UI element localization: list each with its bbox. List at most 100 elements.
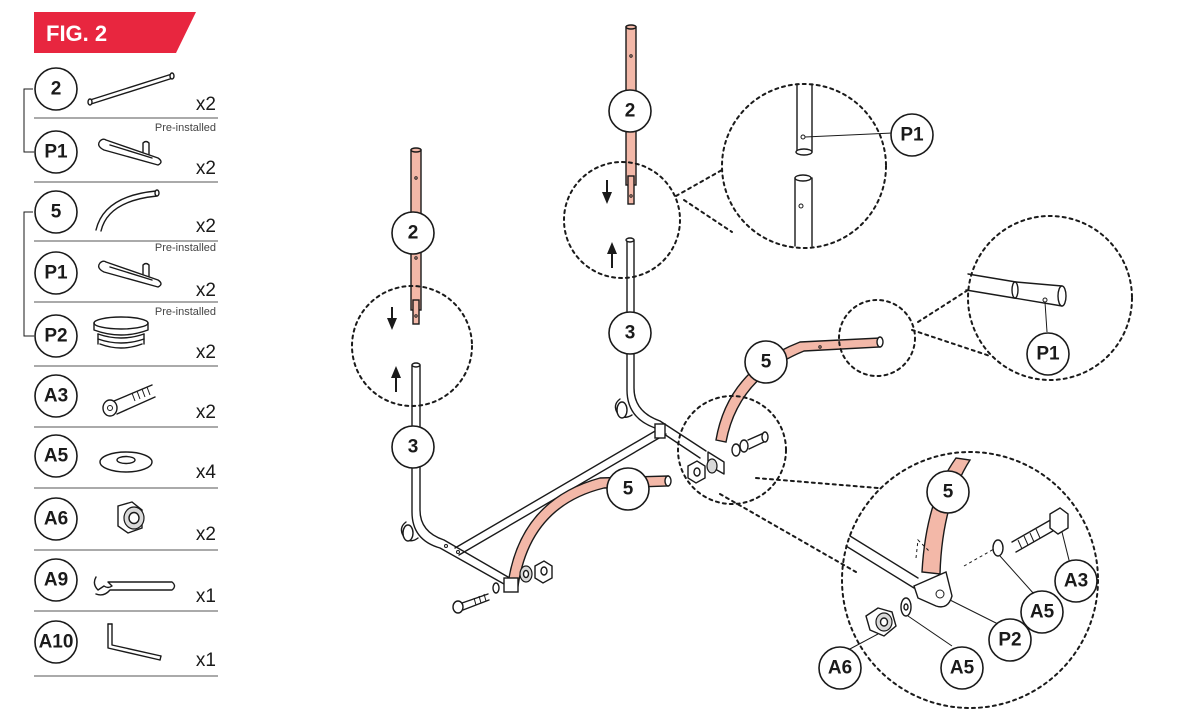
part-id-bubble: [34, 130, 78, 174]
callout-bubble: [391, 211, 435, 255]
part-qty: x2: [196, 158, 216, 179]
part-qty: x1: [196, 650, 216, 671]
callout-bubble: [890, 113, 934, 157]
part-qty: x2: [196, 280, 216, 301]
down-arrow-icon: [602, 180, 612, 204]
callout-bubble: [1020, 590, 1064, 634]
callout-label: A6: [828, 658, 852, 679]
allen-key-icon: [107, 623, 162, 661]
callout-label: 5: [943, 482, 954, 503]
callout-label: A5: [1030, 602, 1055, 623]
part-id-bubble: [34, 497, 78, 541]
callout-bubble: [608, 89, 652, 133]
callout-label: P1: [1036, 344, 1060, 365]
detail-leader: [683, 199, 733, 233]
right-joint-detail-ring: [563, 161, 681, 279]
part-row: P2 x2: [34, 314, 216, 363]
part-row: A9 x1: [34, 558, 216, 607]
callout-bubble: [1026, 332, 1070, 376]
long-rod-icon: [87, 72, 175, 106]
lock-nut-icon: [117, 501, 145, 534]
callout-bubble: [926, 470, 970, 514]
hex-bolt-icon: [102, 384, 156, 417]
part-note: Pre-installed: [155, 306, 216, 318]
detail-leader: [917, 289, 969, 323]
callout-label: 3: [408, 437, 419, 458]
part-id: P1: [44, 142, 68, 163]
front-arc-tube: [507, 475, 672, 587]
callouts: 2 3 2 3 5 5 P1 P1 5 A3 A5 P2 A6 A5: [391, 89, 1098, 690]
part-id: A5: [44, 446, 69, 467]
group-bracket-1: [23, 88, 34, 153]
part-note: Pre-installed: [155, 242, 216, 254]
detail-leader: [755, 477, 879, 489]
part-id: P1: [44, 263, 68, 284]
part-id-bubble: [34, 434, 78, 478]
callout-label: 2: [408, 223, 419, 244]
parts-list: 2 x2 Pre-installed P1 x2 5: [23, 67, 218, 677]
detail-leader: [719, 493, 857, 573]
rear-hardware: [687, 431, 769, 484]
callout-bubble: [391, 425, 435, 469]
figure-banner-shape: [34, 12, 196, 53]
detail-circle: [967, 215, 1133, 381]
part-qty: x2: [196, 524, 216, 545]
detail-circle: [721, 83, 887, 249]
callout-label: A3: [1064, 571, 1088, 592]
bolt-joint-detail-ring: [677, 395, 787, 505]
part-note: Pre-installed: [155, 122, 216, 134]
figure-banner: FIG. 2: [34, 12, 196, 53]
spring-clip-icon: [97, 260, 162, 288]
part-row: 5 x2 Pre-installed: [34, 189, 216, 254]
figure-label: FIG. 2: [46, 21, 107, 46]
detail-pin-right: [911, 215, 1133, 381]
part-row: P1 x2 Pre-installed: [34, 251, 216, 318]
part-id: 5: [51, 202, 62, 223]
detail-leader: [675, 169, 723, 197]
part-id-bubble: [34, 67, 78, 111]
callout-label: 3: [625, 323, 636, 344]
part-row: A5 x4: [34, 434, 217, 483]
callout-label: P1: [900, 125, 924, 146]
callout-label: P2: [998, 630, 1021, 651]
rear-arc-tube: [715, 336, 884, 443]
part-qty: x2: [196, 402, 216, 423]
detail-pin-top: [675, 83, 893, 249]
part-row: A10 x1: [34, 620, 216, 671]
part-id: A6: [44, 509, 68, 530]
group-bracket-2: [23, 211, 34, 337]
up-arrow-icon: [391, 366, 401, 392]
part-id-bubble: [34, 558, 78, 602]
part-qty: x4: [196, 462, 217, 483]
part-id-bubble: [34, 251, 78, 295]
part-id-bubble: [34, 190, 78, 234]
part-row: 2 x2 Pre-installed: [34, 67, 216, 134]
callout-bubble: [818, 646, 862, 690]
up-arrow-icon: [607, 242, 617, 268]
arc-end-detail-ring: [838, 299, 916, 377]
callout-label: 2: [625, 101, 636, 122]
end-cap-icon: [93, 316, 149, 349]
part-id: A9: [44, 570, 68, 591]
part-id-bubble: [34, 374, 78, 418]
spring-clip-icon: [97, 138, 162, 166]
left-joint-detail-ring: [351, 285, 473, 407]
wrench-icon: [93, 576, 176, 596]
callout-label: A5: [950, 658, 975, 679]
part-row: P1 x2: [34, 130, 216, 179]
callout-label: 5: [623, 479, 634, 500]
part-id: A10: [39, 632, 74, 653]
washer-icon: [99, 451, 153, 473]
part-qty: x2: [196, 342, 216, 363]
left-upright-tube: [400, 362, 509, 585]
detail-circle: [841, 451, 1099, 709]
detail-bolt-assembly: [719, 451, 1099, 709]
part-qty: x2: [196, 94, 216, 115]
part-id: 2: [51, 79, 62, 100]
callout-bubble: [940, 646, 984, 690]
callout-label: 5: [761, 352, 772, 373]
callout-bubble: [606, 467, 650, 511]
right-upright-tube: [614, 237, 725, 475]
front-hardware: [452, 560, 553, 614]
